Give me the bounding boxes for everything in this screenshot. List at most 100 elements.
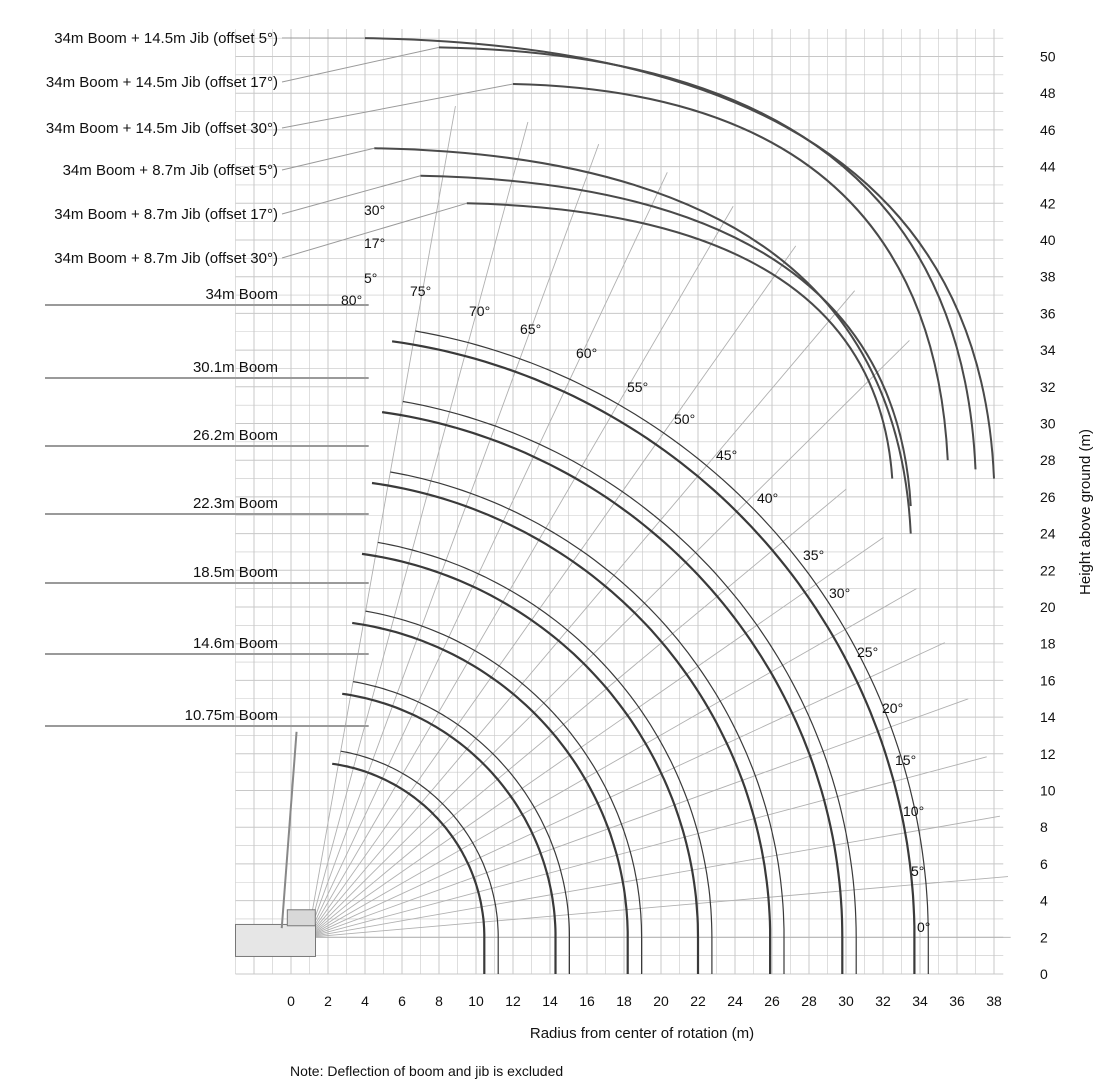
leader-line	[281, 175, 421, 215]
angle-line	[307, 756, 987, 938]
x-axis-label: Radius from center of rotation (m)	[530, 1025, 754, 1042]
jib-arc	[374, 147, 912, 534]
boom-angle-label: 0°	[917, 919, 930, 935]
boom-arc-outer	[415, 330, 929, 974]
boom-angle-label: 5°	[911, 863, 924, 879]
y-tick-label: 10	[1040, 783, 1056, 799]
x-tick-label: 24	[727, 993, 743, 1009]
jib-arcs	[364, 37, 995, 534]
angle-labels: 80°75°70°65°60°55°50°45°40°35°30°25°20°1…	[341, 202, 930, 935]
x-tick-label: 32	[875, 993, 891, 1009]
angle-line	[307, 143, 600, 938]
y-tick-label: 24	[1040, 526, 1056, 542]
angle-line	[307, 588, 917, 938]
boom-arcs	[332, 330, 929, 974]
boom-angle-label: 65°	[520, 321, 541, 337]
boom-label: 14.6m Boom	[193, 635, 278, 652]
boom-arc-outer	[377, 541, 713, 974]
y-tick-label: 32	[1040, 379, 1056, 395]
jib-arc	[466, 202, 894, 479]
jib-offset-label: 5°	[364, 270, 377, 286]
note: Note: Deflection of boom and jib is excl…	[290, 1063, 563, 1079]
boom-label: 22.3m Boom	[193, 495, 278, 512]
y-tick-label: 6	[1040, 856, 1048, 872]
angle-line	[307, 642, 945, 938]
boom-arc-outer	[390, 471, 785, 974]
y-tick-label: 40	[1040, 232, 1056, 248]
boom-angle-label: 15°	[895, 752, 916, 768]
boom-angle-label: 30°	[829, 585, 850, 601]
y-tick-label: 8	[1040, 819, 1048, 835]
label-leader-lines	[45, 37, 514, 727]
y-tick-label: 30	[1040, 416, 1056, 432]
angle-line	[307, 172, 668, 938]
leader-line	[281, 202, 467, 259]
boom-arc	[352, 621, 629, 974]
angle-line	[307, 536, 884, 938]
x-tick-label: 30	[838, 993, 854, 1009]
y-tick-label: 0	[1040, 966, 1048, 982]
boom-arc-outer	[365, 610, 643, 974]
boom-angle-label: 55°	[627, 379, 648, 395]
x-tick-label: 10	[468, 993, 484, 1009]
jib-arc	[438, 46, 977, 470]
angle-line	[307, 121, 529, 938]
y-tick-label: 22	[1040, 562, 1056, 578]
jib-arc	[420, 174, 912, 507]
y-tick-label: 50	[1040, 49, 1056, 65]
config-label: 34m Boom + 14.5m Jib (offset 30°)	[46, 120, 278, 137]
angle-line	[307, 245, 797, 938]
config-label: 34m Boom + 8.7m Jib (offset 17°)	[54, 206, 278, 223]
y-tick-label: 36	[1040, 305, 1056, 321]
x-tick-label: 34	[912, 993, 928, 1009]
y-tick-label: 38	[1040, 269, 1056, 285]
y-tick-label: 2	[1040, 929, 1048, 945]
boom-angle-label: 35°	[803, 547, 824, 563]
y-tick-label: 42	[1040, 195, 1056, 211]
y-tick-label: 14	[1040, 709, 1056, 725]
config-label: 34m Boom + 14.5m Jib (offset 5°)	[54, 30, 278, 47]
y-axis-label: Height above ground (m)	[1077, 429, 1094, 595]
x-tick-label: 38	[986, 993, 1002, 1009]
x-tick-label: 16	[579, 993, 595, 1009]
config-label: 34m Boom + 14.5m Jib (offset 17°)	[46, 74, 278, 91]
angle-line	[307, 105, 456, 938]
y-tick-label: 44	[1040, 159, 1056, 175]
boom-arc-outer	[352, 681, 570, 974]
boom-angle-label: 45°	[716, 447, 737, 463]
crane-cab	[286, 909, 316, 927]
boom-angle-label: 25°	[857, 644, 878, 660]
boom-label: 18.5m Boom	[193, 564, 278, 581]
boom-angle-label: 40°	[757, 490, 778, 506]
boom-angle-label: 70°	[469, 303, 490, 319]
leader-line	[281, 46, 440, 83]
jib-offset-label: 30°	[364, 202, 385, 218]
y-tick-label: 26	[1040, 489, 1056, 505]
boom-arc	[332, 762, 486, 974]
y-tick-label: 34	[1040, 342, 1056, 358]
grid	[235, 28, 1004, 975]
boom-angle-label: 80°	[341, 292, 362, 308]
x-tick-label: 36	[949, 993, 965, 1009]
boom-angle-lines	[307, 105, 1011, 938]
boom-arc	[391, 340, 916, 974]
jib-offset-label: 17°	[364, 235, 385, 251]
config-label: 34m Boom + 8.7m Jib (offset 5°)	[63, 162, 278, 179]
x-tick-label: 28	[801, 993, 817, 1009]
crane-silhouette	[235, 731, 316, 957]
y-tick-label: 4	[1040, 893, 1048, 909]
angle-line	[307, 876, 1009, 938]
angle-line	[307, 815, 1001, 938]
boom-angle-label: 20°	[882, 700, 903, 716]
crane-body	[235, 923, 316, 957]
x-tick-label: 0	[287, 993, 295, 1009]
angle-line	[307, 488, 847, 938]
boom-angle-label: 50°	[674, 411, 695, 427]
boom-label: 34m Boom	[205, 286, 278, 303]
boom-arc	[381, 411, 844, 974]
angle-line	[307, 206, 734, 938]
y-tick-label: 48	[1040, 85, 1056, 101]
configuration-labels: 34m Boom + 14.5m Jib (offset 5°) 34m Boom…	[46, 30, 278, 724]
x-tick-label: 6	[398, 993, 406, 1009]
